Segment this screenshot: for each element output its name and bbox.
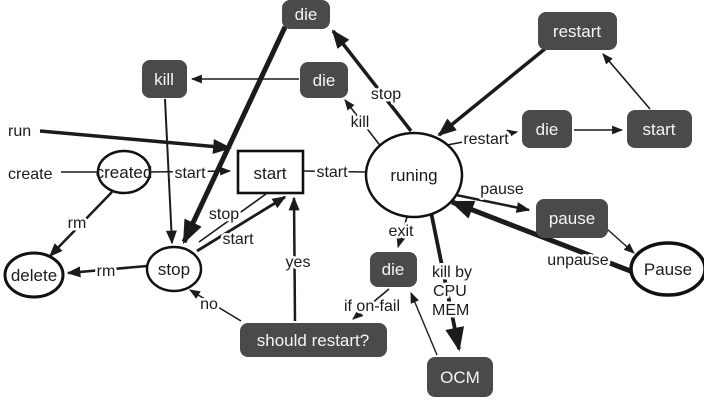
node-label-die-mid: die bbox=[313, 71, 336, 90]
edge-label-start-created: start bbox=[174, 165, 206, 182]
edge-should-yes-rect bbox=[288, 196, 300, 322]
node-label-ocm: OCM bbox=[440, 368, 480, 387]
edge-label-stop-from-rect: stop bbox=[209, 206, 239, 223]
node-die-lower bbox=[370, 252, 417, 287]
node-die-mid bbox=[300, 62, 348, 98]
edge-rect-stop-stopcircle bbox=[198, 193, 267, 243]
node-label-restart: restart bbox=[553, 22, 601, 41]
edge-running-pause bbox=[455, 193, 531, 213]
edge-stop-start-rect bbox=[196, 195, 287, 253]
edge-stop-rm-delete bbox=[66, 264, 148, 278]
node-label-die-lower: die bbox=[382, 260, 405, 279]
edge-label-pause: pause bbox=[480, 181, 524, 198]
edge-label-no: no bbox=[200, 296, 218, 313]
node-ocm bbox=[427, 357, 493, 397]
edge-label-yes: yes bbox=[286, 254, 311, 271]
edge-ocm-dielower bbox=[410, 291, 438, 356]
edge-label-rm-stop: rm bbox=[97, 263, 116, 280]
edge-label-create: create bbox=[8, 166, 53, 183]
edge-running-restart-dieright bbox=[446, 129, 519, 146]
edge-label-start-from-stop: start bbox=[222, 231, 254, 248]
node-label-delete: delete bbox=[11, 266, 57, 285]
node-label-pause: pause bbox=[549, 209, 595, 228]
node-label-should-restart: should restart? bbox=[257, 331, 369, 350]
node-label-stop: stop bbox=[158, 260, 190, 279]
edge-label-stop-to-die: stop bbox=[371, 86, 401, 103]
node-start-rect bbox=[236, 149, 305, 195]
edge-label-rm-created: rm bbox=[68, 215, 87, 232]
node-should-restart bbox=[240, 323, 387, 357]
nodes bbox=[3, 0, 704, 397]
edge-running-killby-ocm bbox=[429, 211, 465, 352]
edge-label-start-to-running: start bbox=[316, 164, 348, 181]
edge-restart-running bbox=[437, 46, 548, 137]
edge-running-stop-dietop bbox=[331, 29, 413, 133]
edge-label-exit: exit bbox=[389, 223, 414, 240]
edge-startright-restart bbox=[602, 53, 651, 110]
node-stop bbox=[145, 245, 203, 293]
node-label-start-rect: start bbox=[253, 164, 286, 183]
node-die-top bbox=[282, 0, 330, 29]
edge-label-kill-by-line1: kill by bbox=[432, 264, 472, 281]
node-label-die-top: die bbox=[295, 5, 318, 24]
edge-label-unpause: unpause bbox=[547, 252, 608, 269]
node-label-paused: Pause bbox=[644, 260, 692, 279]
edge-created-rm-delete bbox=[49, 191, 113, 257]
node-label-start-right: start bbox=[642, 120, 675, 139]
edge-dielower-ifonfail-should bbox=[352, 288, 390, 320]
edge-rect-running bbox=[302, 170, 367, 173]
node-restart bbox=[538, 12, 617, 50]
node-pause bbox=[536, 199, 608, 238]
node-label-created: created bbox=[96, 163, 153, 182]
edge-should-no-stop bbox=[189, 289, 242, 322]
edge-label-kill-to-die: kill bbox=[351, 114, 370, 131]
edge-label-restart-to-die: restart bbox=[463, 131, 509, 148]
node-start-right bbox=[627, 110, 692, 148]
node-paused bbox=[629, 241, 704, 297]
edge-running-exit-dielower bbox=[396, 216, 408, 249]
edge-label-kill-by-line2: CPU bbox=[433, 283, 467, 300]
edge-label-if-on-fail: if on-fail bbox=[344, 298, 400, 315]
edge-label-run: run bbox=[8, 123, 31, 140]
node-created bbox=[96, 149, 152, 195]
node-label-die-right: die bbox=[536, 120, 559, 139]
node-die-right bbox=[522, 110, 572, 148]
node-running bbox=[364, 131, 464, 219]
node-delete bbox=[3, 251, 65, 299]
edge-run bbox=[39, 129, 232, 154]
node-label-kill: kill bbox=[154, 70, 174, 89]
node-label-running: runing bbox=[390, 166, 437, 185]
edge-dietop-stopcircle bbox=[181, 25, 288, 245]
node-kill bbox=[142, 60, 187, 98]
edge-kill-stop bbox=[164, 98, 177, 245]
edge-running-kill-diemid bbox=[344, 99, 383, 149]
edge-pausebox-paused bbox=[606, 228, 635, 254]
edge-labels: run create start start stop kill restart… bbox=[6, 84, 612, 322]
node-labels: die kill die restart die start pause die… bbox=[11, 5, 692, 387]
edge-label-kill-by-line3: MEM bbox=[432, 302, 469, 319]
